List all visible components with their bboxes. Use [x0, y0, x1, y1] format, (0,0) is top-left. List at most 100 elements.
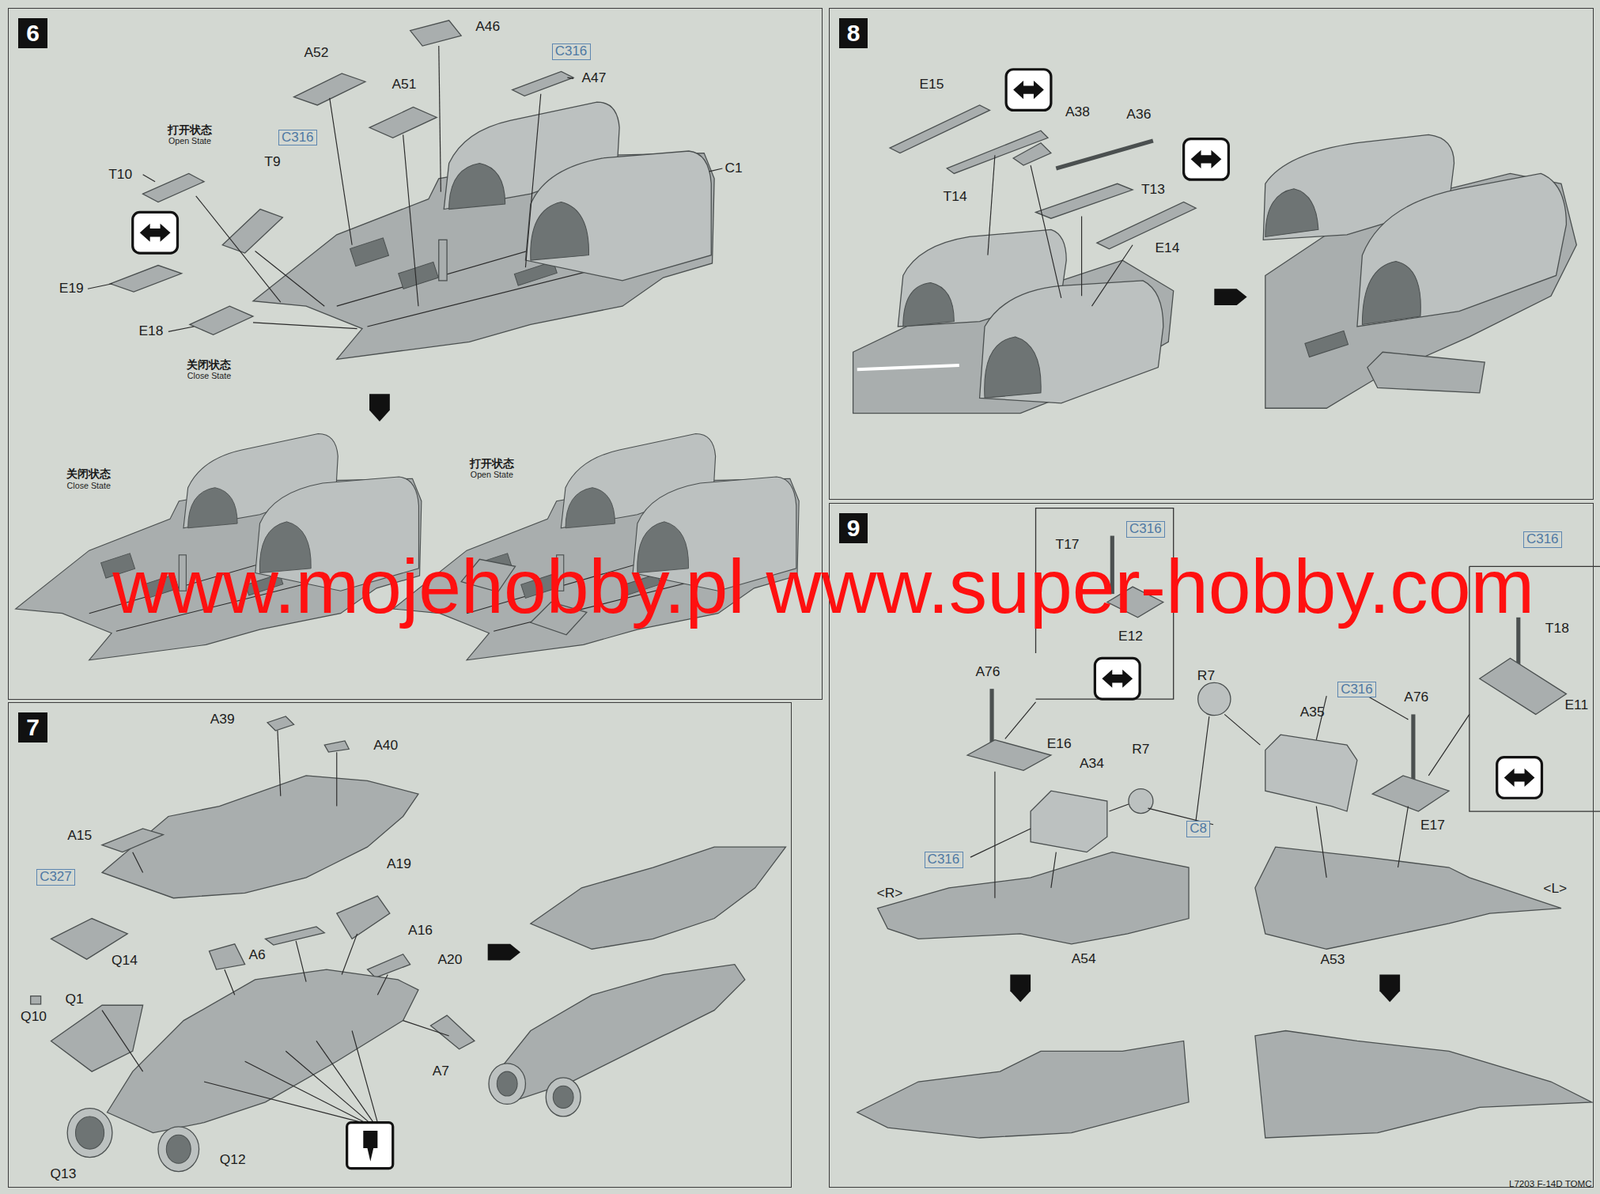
drawing-shape: [329, 98, 352, 246]
drawing-shape: [51, 1005, 144, 1072]
drawing-shape: [709, 168, 723, 172]
drawing-shape: [488, 1063, 526, 1105]
drawing-shape: [1255, 1031, 1593, 1139]
paint-callout: C316: [278, 129, 318, 147]
drawing-shape: [15, 434, 422, 661]
paint-callout: C316: [1337, 681, 1377, 699]
drawing-shape: [1081, 216, 1082, 297]
drawing-shape: [530, 847, 787, 950]
drawing-shape: [410, 20, 462, 46]
part-number: E18: [138, 325, 163, 339]
drawing-shape: [1265, 734, 1358, 812]
drawing-shape: [1497, 757, 1543, 799]
paint-code: C316: [555, 43, 588, 59]
part-number: A53: [1320, 953, 1345, 967]
step-number: 7: [18, 712, 48, 743]
drawing-shape: [1005, 702, 1037, 739]
drawing-shape: [1030, 165, 1062, 299]
drawing-shape: [75, 1116, 104, 1150]
part-number: T10: [108, 167, 133, 182]
drawing-shape: [1094, 658, 1140, 700]
part-number: E12: [1118, 629, 1143, 644]
page-footer: L7203 F-14D TOMC: [1509, 1179, 1593, 1189]
drawing-shape: [984, 336, 1041, 398]
part-number: A54: [1071, 952, 1097, 966]
drawing-shape: [189, 306, 254, 335]
state-label: Close State: [67, 481, 111, 491]
state-label: 打开状态: [469, 457, 515, 470]
drawing-shape: [1108, 804, 1129, 812]
part-number: T9: [264, 155, 280, 169]
part-number: A35: [1300, 705, 1325, 719]
part-number: A19: [386, 857, 412, 871]
drawing-shape: [1030, 790, 1108, 852]
drawing-shape: [143, 174, 156, 182]
drawing-shape: [1006, 69, 1052, 111]
paint-code: C316: [281, 129, 314, 145]
part-number: Q13: [50, 1167, 77, 1181]
state-label: 关闭状态: [186, 359, 231, 371]
drawing-shape: [158, 1127, 200, 1173]
drawing-shape: [336, 752, 337, 806]
drawing-shape: [245, 1061, 366, 1123]
drawing-shape: [285, 1051, 370, 1123]
drawing-shape: [1091, 245, 1133, 307]
drawing-shape: [336, 896, 390, 939]
paint-code: C316: [1340, 681, 1374, 697]
drawing-shape: [267, 716, 295, 731]
part-number: A76: [1403, 691, 1429, 705]
drawing-shape: [903, 282, 955, 326]
drawing-shape: [489, 964, 746, 1103]
drawing-shape: [1357, 173, 1566, 327]
part-number: Q1: [65, 993, 84, 1007]
drawing-shape: [255, 250, 326, 307]
drawing-shape: [102, 1010, 144, 1072]
drawing-shape: [106, 969, 419, 1133]
part-number: E14: [1154, 241, 1180, 255]
drawing-shape: [277, 730, 281, 797]
part-number: E16: [1047, 737, 1072, 751]
drawing-shape: [1051, 852, 1056, 889]
drawing-shape: [1195, 716, 1210, 821]
part-number: R7: [1131, 743, 1150, 757]
drawing-shape: [132, 211, 178, 254]
state-label: 打开状态: [167, 124, 212, 136]
drawing-shape: [1224, 714, 1260, 746]
part-number: E19: [59, 281, 84, 296]
drawing-shape: [1214, 288, 1247, 306]
part-number: A38: [1065, 105, 1090, 119]
drawing-shape: [1036, 183, 1134, 219]
part-number: C1: [724, 161, 742, 175]
part-number: A20: [437, 953, 462, 967]
drawing-shape: [363, 1130, 378, 1162]
part-number: A76: [975, 665, 1000, 680]
drawing-shape: [253, 322, 358, 330]
drawing-shape: [196, 196, 281, 303]
drawing-shape: [316, 1040, 374, 1123]
paint-callout: C316: [924, 851, 964, 869]
paint-code: C316: [927, 851, 961, 867]
drawing-shape: [889, 105, 990, 154]
drawing-shape: [552, 1085, 574, 1109]
drawing-shape: [1372, 775, 1449, 812]
part-number: A7: [432, 1064, 450, 1079]
drawing-shape: [30, 996, 42, 1005]
drawing-shape: [369, 393, 390, 422]
step-number: 8: [839, 18, 869, 49]
drawing-shape: [487, 944, 521, 961]
part-number: <R>: [877, 886, 904, 901]
drawing-shape: [403, 134, 419, 307]
part-number: E17: [1420, 818, 1445, 833]
drawing-shape: [1361, 260, 1421, 325]
drawing-shape: [87, 283, 113, 289]
state-label: Open State: [470, 470, 514, 480]
paint-code: C316: [1129, 521, 1162, 537]
drawing-shape: [143, 173, 205, 202]
drawing-shape: [253, 102, 715, 360]
drawing-shape: [1428, 714, 1470, 776]
drawing-shape: [67, 1108, 113, 1158]
drawing-shape: [1255, 847, 1562, 950]
drawing-shape: [102, 828, 163, 853]
drawing-shape: [512, 71, 574, 96]
step-number: 9: [839, 513, 869, 544]
